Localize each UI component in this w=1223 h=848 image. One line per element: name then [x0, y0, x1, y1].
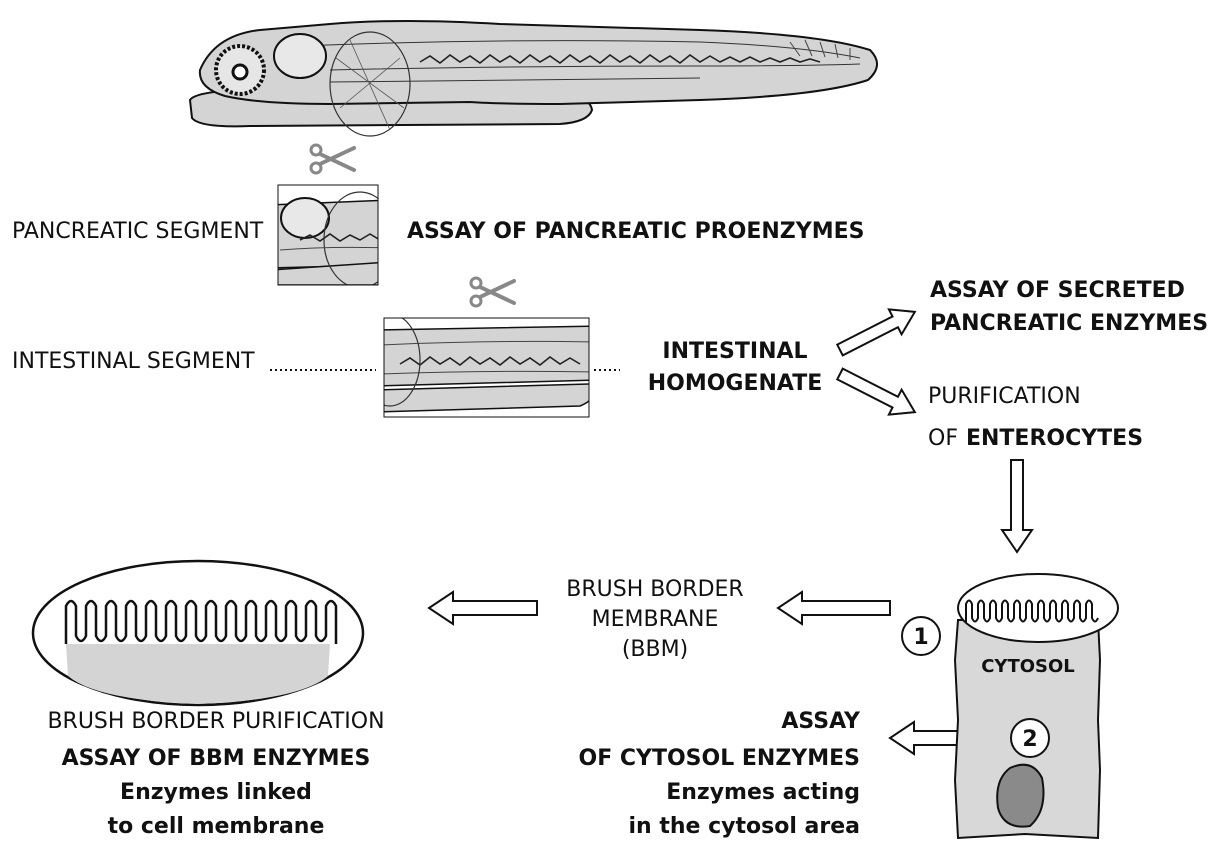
enzymes-acting-line1: Enzymes acting	[666, 780, 860, 805]
marker-2-text: 2	[1022, 727, 1037, 752]
brush-border-zoom	[33, 561, 363, 705]
assay-cytosol-line1: ASSAY	[781, 709, 861, 734]
intestinal-segment-label: INTESTINAL SEGMENT	[12, 349, 255, 374]
bb-purification-label: BRUSH BORDER PURIFICATION	[47, 709, 384, 734]
enzymes-linked-line1: Enzymes linked	[120, 780, 312, 805]
purification-line1: PURIFICATION	[928, 384, 1081, 409]
assay-bbm-enzymes-label: ASSAY OF BBM ENZYMES	[62, 746, 371, 771]
intestinal-homogenate-line1: INTESTINAL	[662, 339, 807, 364]
arrow-icon	[834, 299, 922, 362]
assay-secreted-line1: ASSAY OF SECRETED	[930, 278, 1185, 303]
arrow-icon	[834, 362, 922, 425]
purification-line2: OF ENTEROCYTES	[928, 426, 1143, 451]
larva-eye-inner	[233, 65, 247, 79]
assay-cytosol-line2: OF CYTOSOL ENZYMES	[579, 746, 861, 771]
enterocyte-cell: CYTOSOL	[955, 574, 1118, 838]
enzymes-linked-line2: to cell membrane	[108, 814, 325, 839]
marker-1: 1	[902, 617, 940, 655]
scissors-icon	[471, 278, 514, 306]
enterocyte-nucleus	[997, 765, 1043, 827]
bbm-line1: BRUSH BORDER	[566, 577, 743, 602]
arrow-icon	[778, 592, 890, 624]
purification-enterocytes: ENTEROCYTES	[966, 426, 1143, 451]
cytosol-label: CYTOSOL	[981, 656, 1075, 677]
enzymes-acting-line2: in the cytosol area	[628, 814, 860, 839]
bbm-line2: MEMBRANE	[592, 607, 719, 632]
scissors-icon	[311, 145, 354, 173]
marker-2: 2	[1011, 719, 1049, 757]
intestinal-homogenate-line2: HOMOGENATE	[648, 371, 823, 396]
arrow-icon	[429, 592, 537, 624]
marker-1-text: 1	[913, 625, 928, 650]
bbm-line3: (BBM)	[622, 637, 688, 662]
brush-border-zoom-fill	[66, 644, 330, 704]
arrow-icon	[1002, 460, 1032, 552]
purification-of: OF	[928, 426, 958, 451]
assay-secreted-line2: PANCREATIC ENZYMES	[930, 311, 1208, 336]
larva-illustration	[190, 21, 877, 136]
pancreatic-segment-image	[270, 185, 396, 288]
assay-pancreatic-proenzymes-label: ASSAY OF PANCREATIC PROENZYMES	[407, 219, 864, 244]
larva-otic-vesicle	[274, 34, 326, 78]
intestinal-segment-image	[360, 314, 600, 417]
pancreatic-segment-label: PANCREATIC SEGMENT	[12, 219, 264, 244]
